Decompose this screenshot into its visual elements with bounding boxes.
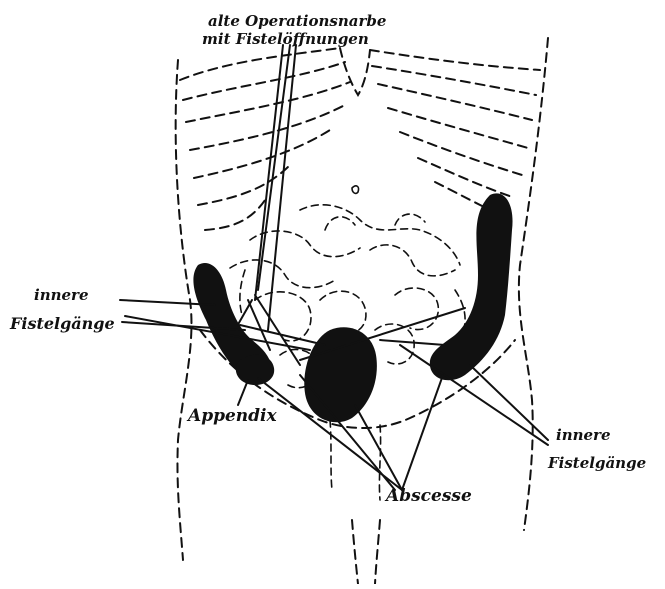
navel: [352, 186, 359, 193]
label-left-fistula-line2: Fistelgänge: [10, 316, 115, 332]
label-left-fistula-line1: innere: [34, 288, 89, 303]
abscess-right: [430, 193, 513, 380]
label-abscesses: Abscesse: [386, 488, 472, 505]
abscess-center: [304, 327, 377, 422]
label-right-fistula-line1: innere: [556, 428, 611, 443]
label-scar-line2: mit Fistelöffnungen: [202, 32, 369, 47]
label-scar-line1: alte Operationsnarbe: [208, 14, 386, 29]
label-right-fistula-line2: Fistelgänge: [548, 456, 646, 471]
label-appendix: Appendix: [188, 408, 277, 425]
appendix-blob: [236, 355, 274, 385]
